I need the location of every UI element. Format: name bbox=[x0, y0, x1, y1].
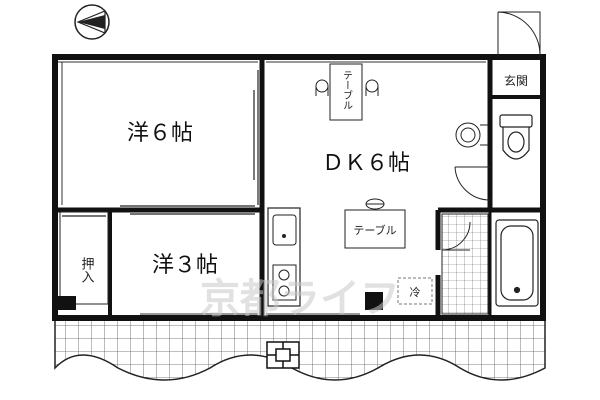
pillar bbox=[365, 292, 383, 310]
entrance-label: 玄関 bbox=[504, 73, 528, 88]
outer-walls bbox=[52, 54, 546, 321]
chair-icon bbox=[315, 79, 379, 96]
interior-walls bbox=[55, 57, 543, 318]
sliding-doors bbox=[62, 70, 259, 217]
compass-icon bbox=[74, 4, 110, 40]
ac-unit-icon bbox=[266, 341, 300, 369]
chair-icon bbox=[365, 198, 385, 210]
closet-label: 押入 bbox=[79, 257, 95, 283]
room-label-western-3: 洋３帖 bbox=[152, 253, 218, 278]
bathtub-icon bbox=[495, 219, 539, 307]
dining-table-center: テーブル bbox=[344, 198, 406, 249]
bath-area bbox=[441, 213, 539, 315]
fridge-label: 冷 bbox=[410, 286, 421, 299]
sink-icon bbox=[272, 214, 297, 246]
watermark: 京都ライフ bbox=[200, 276, 400, 322]
balcony bbox=[54, 317, 546, 381]
room-label-western-6: 洋６帖 bbox=[127, 121, 193, 146]
entrance: 玄関 bbox=[504, 73, 528, 88]
washbasin-icon bbox=[455, 122, 488, 148]
table-center-label: テーブル bbox=[353, 223, 396, 237]
dining-table-top: テーブル bbox=[315, 63, 379, 121]
kitchen-counter bbox=[267, 207, 301, 307]
stove-icon bbox=[272, 264, 297, 301]
windows bbox=[58, 61, 486, 315]
toilet-icon bbox=[499, 114, 533, 160]
table-top-label: テーブル bbox=[341, 70, 353, 110]
fridge: 冷 bbox=[397, 277, 433, 305]
room-label-dk-6: ＤＫ６帖 bbox=[322, 151, 410, 176]
closet: 押入 bbox=[58, 211, 109, 310]
